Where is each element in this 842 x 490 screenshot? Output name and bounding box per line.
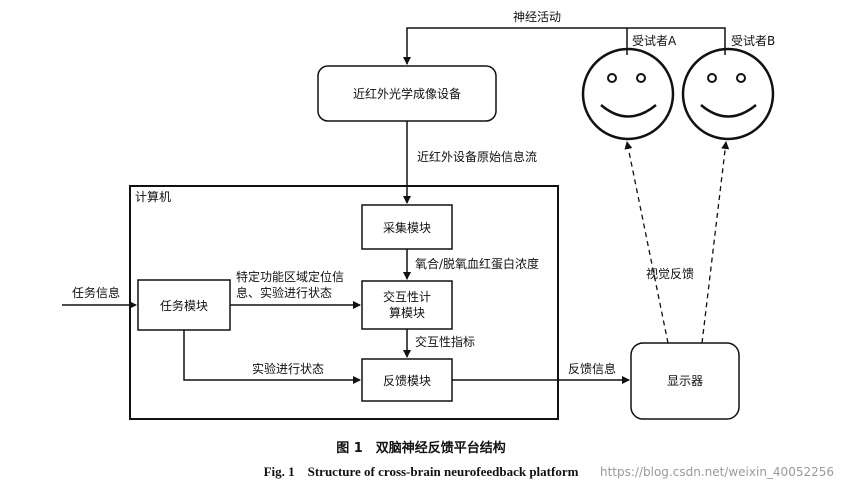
task-info-label: 任务信息: [72, 285, 120, 300]
interactivity-module-box: [361, 280, 453, 330]
subject-a-label: 受试者A: [632, 33, 677, 48]
figure-caption-en: Fig. 1 Structure of cross-brain neurofee…: [264, 464, 579, 479]
display-label: 显示器: [667, 374, 703, 388]
interactivity-module-label-1: 交互性计: [383, 289, 431, 304]
subject-b-label: 受试者B: [731, 33, 775, 48]
figure-caption-cn: 图 1 双脑神经反馈平台结构: [336, 440, 506, 456]
visual-feedback-arrow-a: [624, 141, 669, 344]
experiment-state-arrow: [183, 330, 361, 384]
task-module-label: 任务模块: [160, 298, 208, 313]
nirs-device-label: 近红外光学成像设备: [353, 86, 461, 101]
region-info-label-2: 息、实验进行状态: [236, 285, 332, 300]
feedback-module-label: 反馈模块: [383, 374, 431, 388]
display-box: [630, 342, 740, 420]
concentration-label: 氧合/脱氧血红蛋白浓度: [415, 256, 539, 271]
experiment-state-label: 实验进行状态: [252, 361, 324, 376]
visual-feedback-label: 视觉反馈: [646, 266, 694, 281]
neural-activity-label: 神经活动: [513, 10, 561, 24]
smiley-face-a-icon: [581, 47, 675, 141]
computer-label: 计算机: [135, 189, 171, 204]
smiley-face-b-icon: [681, 47, 775, 141]
acquisition-module-label: 采集模块: [383, 220, 431, 235]
interactivity-module-label-2: 算模块: [389, 305, 425, 320]
neural-activity-line: [403, 27, 726, 65]
raw-stream-label: 近红外设备原始信息流: [417, 149, 537, 164]
visual-feedback-arrow-b: [701, 141, 730, 344]
region-info-label-1: 特定功能区域定位信: [236, 269, 344, 284]
watermark-text: https://blog.csdn.net/weixin_40052256: [600, 465, 834, 479]
interactivity-index-label: 交互性指标: [415, 334, 475, 349]
feedback-info-label: 反馈信息: [568, 361, 616, 376]
